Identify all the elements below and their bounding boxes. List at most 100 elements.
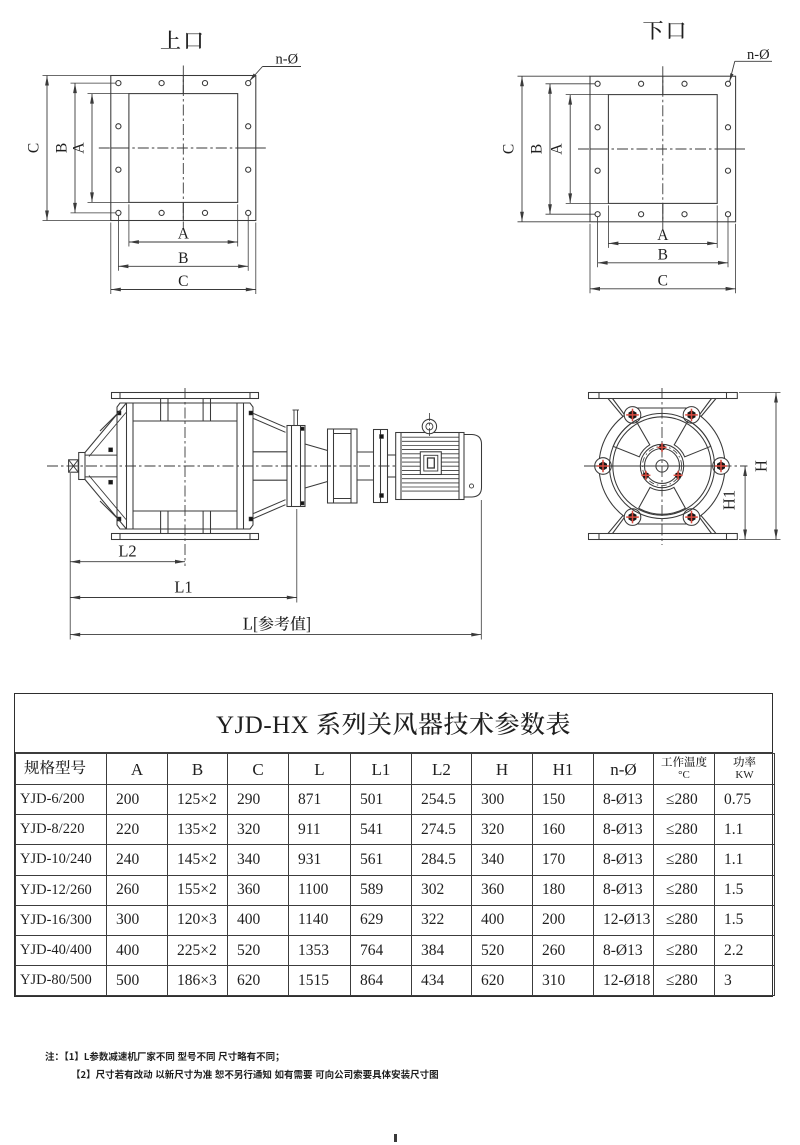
table-cell: 8-Ø13 xyxy=(593,783,654,816)
column-header: H1 xyxy=(532,753,594,785)
dim-label-a-left: A xyxy=(549,143,566,155)
table-cell: 620 xyxy=(227,965,289,997)
table-cell: YJD-10/240 xyxy=(15,844,107,876)
table-cell: 871 xyxy=(288,783,351,816)
table-cell: 340 xyxy=(227,844,289,876)
table-cell: ≤280 xyxy=(653,874,715,906)
table-cell: 2.2 xyxy=(714,934,775,967)
column-header: 规格型号 xyxy=(15,753,107,785)
table-cell: 300 xyxy=(471,783,533,816)
table-cell: 360 xyxy=(471,874,533,906)
dim-label-c-bottom: C xyxy=(658,272,668,289)
table-cell: 125×2 xyxy=(167,783,228,816)
table-cell: 1140 xyxy=(288,904,351,936)
table-cell: 1.5 xyxy=(714,904,775,936)
column-header: A xyxy=(106,753,168,785)
table-cell: 1.1 xyxy=(714,844,775,876)
column-header: 工作温度°C xyxy=(653,753,715,785)
table-cell: 1515 xyxy=(288,965,351,997)
table-cell: 260 xyxy=(532,934,594,967)
table-cell: 520 xyxy=(227,934,289,967)
table-cell: 145×2 xyxy=(167,844,228,876)
table-cell: ≤280 xyxy=(653,965,715,997)
table-cell: 155×2 xyxy=(167,874,228,906)
view-title: 下口 xyxy=(643,15,689,45)
dim-label-c-bottom: C xyxy=(178,273,188,290)
dim-label-c-left: C xyxy=(501,144,518,154)
table-cell: 320 xyxy=(227,814,289,846)
dim-label-b-bottom: B xyxy=(658,246,668,263)
dim-label-a-bottom: A xyxy=(657,227,669,244)
table-cell: 620 xyxy=(471,965,533,997)
table-cell: 400 xyxy=(471,904,533,936)
table-cell: 320 xyxy=(471,814,533,846)
table-cell: 0.75 xyxy=(714,783,775,816)
column-header-sub: KW xyxy=(735,769,754,782)
table-cell: 561 xyxy=(350,844,412,876)
table-cell: YJD-8/220 xyxy=(15,814,107,846)
table-cell: 322 xyxy=(411,904,472,936)
dim-label-l1: L1 xyxy=(174,577,192,596)
dim-label-l2: L2 xyxy=(118,542,136,561)
table-cell: 1.1 xyxy=(714,814,775,846)
table-cell: 340 xyxy=(471,844,533,876)
footnotes: 注：【1】L参数减速机厂家不同 型号不同 尺寸略有不同； 【2】尺寸若有改动 以… xyxy=(45,1047,439,1083)
table-cell: 12-Ø18 xyxy=(593,965,654,997)
column-header: n-Ø xyxy=(593,753,654,785)
table-cell: 500 xyxy=(106,965,168,997)
drive-train xyxy=(252,409,483,520)
table-cell: 501 xyxy=(350,783,412,816)
column-header: H xyxy=(471,753,533,785)
table-cell: 520 xyxy=(471,934,533,967)
table-cell: 8-Ø13 xyxy=(593,844,654,876)
table-cell: 135×2 xyxy=(167,814,228,846)
table-cell: 200 xyxy=(106,783,168,816)
dim-label-b-left: B xyxy=(54,143,71,153)
table-cell: 360 xyxy=(227,874,289,906)
bolt-count-callout: n-Ø xyxy=(276,52,299,68)
table-cell: ≤280 xyxy=(653,783,715,816)
table-cell: 764 xyxy=(350,934,412,967)
table-cell: 150 xyxy=(532,783,594,816)
table-cell: 240 xyxy=(106,844,168,876)
table-cell: YJD-16/300 xyxy=(15,904,107,936)
dim-label-l-ref: L[参考值] xyxy=(242,612,311,635)
table-cell: 310 xyxy=(532,965,594,997)
table-cell: 1100 xyxy=(288,874,351,906)
dim-label-b-left: B xyxy=(529,144,546,154)
table-cell: 300 xyxy=(106,904,168,936)
table-cell: 589 xyxy=(350,874,412,906)
table-cell: ≤280 xyxy=(653,904,715,936)
table-cell: YJD-12/260 xyxy=(15,874,107,906)
table-cell: 160 xyxy=(532,814,594,846)
end-view-drawing: HH1 xyxy=(584,388,781,545)
table-cell: 384 xyxy=(411,934,472,967)
note-item-2: 【2】尺寸若有改动 以新尺寸为准 恕不另行通知 如有需要 可向公司索要具体安装尺… xyxy=(71,1067,439,1082)
dim-label-c-left: C xyxy=(26,143,43,153)
table-title: YJD-HX 系列关风器技术参数表 xyxy=(15,694,772,753)
table-cell: YJD-80/500 xyxy=(15,965,107,997)
column-header: C xyxy=(227,753,289,785)
column-header-sub: °C xyxy=(678,769,690,782)
table-cell: 220 xyxy=(106,814,168,846)
table-cell: YJD-40/400 xyxy=(15,934,107,967)
table-cell: 225×2 xyxy=(167,934,228,967)
table-cell: 274.5 xyxy=(411,814,472,846)
table-cell: 180 xyxy=(532,874,594,906)
table-cell: 541 xyxy=(350,814,412,846)
table-cell: 186×3 xyxy=(167,965,228,997)
dim-label-h1: H1 xyxy=(720,490,739,510)
bolt-count-callout: n-Ø xyxy=(747,47,770,63)
